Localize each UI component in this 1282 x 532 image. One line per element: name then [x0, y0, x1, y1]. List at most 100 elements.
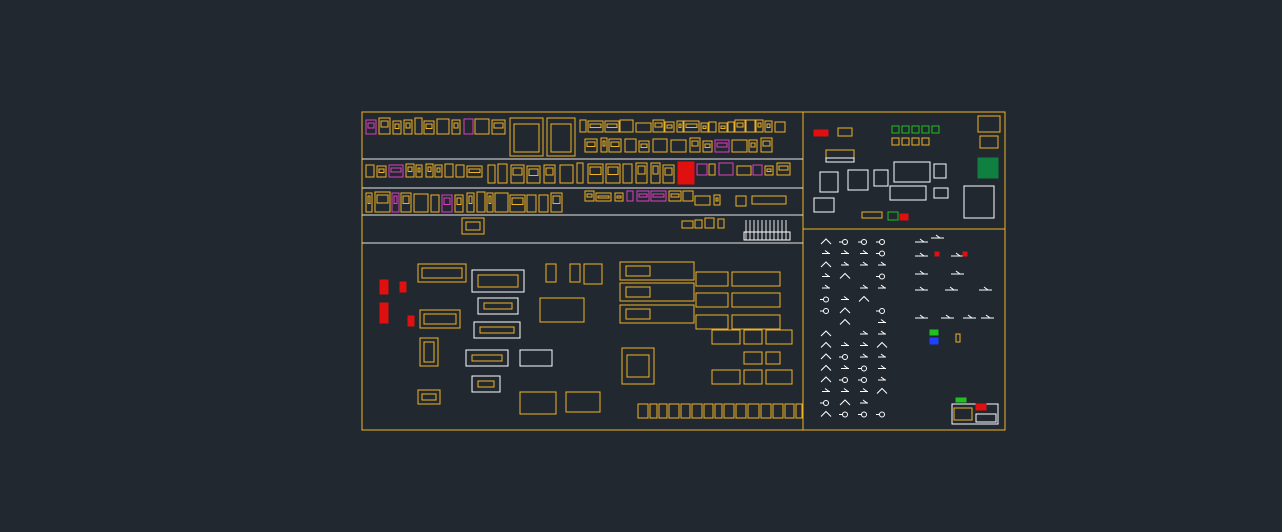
- title-block-field: [975, 413, 997, 423]
- terminal-block: [714, 403, 723, 419]
- indicator-yellow: [955, 333, 961, 343]
- component-symbol: [760, 137, 773, 153]
- component-detail: [736, 122, 744, 128]
- component-symbol: [736, 165, 752, 176]
- component-detail: [586, 141, 596, 147]
- switchgear-window: [625, 265, 651, 277]
- symbol-box: [979, 135, 999, 149]
- component-symbol: [670, 139, 687, 153]
- contact-symbol: [824, 284, 830, 289]
- component-symbol: [622, 163, 633, 184]
- component-symbol: [476, 191, 486, 213]
- component-symbol: [682, 190, 694, 202]
- box-symbol: [813, 197, 835, 213]
- large-panel-symbol: [509, 117, 544, 157]
- component-detail: [545, 167, 554, 176]
- panel-module-inner: [477, 274, 519, 288]
- component-symbol: [486, 192, 494, 213]
- component-symbol: [605, 163, 621, 184]
- component-symbol: [776, 162, 791, 176]
- symbol-green: [901, 125, 910, 134]
- drive-elevation: [765, 351, 781, 365]
- terminal-block: [649, 403, 658, 419]
- component-detail: [493, 122, 504, 129]
- symbol-green: [891, 125, 900, 134]
- drive-elevation: [743, 329, 763, 345]
- panel-device: [417, 389, 441, 405]
- control-contact: [945, 314, 951, 319]
- component-detail: [468, 195, 473, 204]
- contact-symbol: [843, 365, 849, 369]
- switch-symbol: [820, 410, 832, 417]
- component-symbol: [587, 120, 604, 133]
- component-symbol: [751, 195, 787, 205]
- cabinet-elevation: [731, 314, 781, 330]
- terminal-block: [658, 403, 668, 419]
- component-detail: [704, 143, 711, 148]
- component-symbol: [455, 164, 465, 178]
- component-symbol: [509, 194, 526, 213]
- terminal-block: [668, 403, 680, 419]
- component-detail: [654, 122, 663, 128]
- component-detail: [716, 142, 728, 148]
- symbol-green: [931, 125, 940, 134]
- component-detail: [607, 166, 619, 175]
- symbol-box: [837, 127, 853, 137]
- component-symbol: [689, 137, 701, 153]
- panel-module: [471, 375, 501, 393]
- terminal-block: [784, 403, 795, 419]
- component-symbol: [755, 119, 764, 133]
- relay-symbol: [583, 263, 603, 285]
- cabinet-elevation: [695, 292, 729, 308]
- terminal-block: [680, 403, 691, 419]
- control-indicator-red: [934, 251, 940, 257]
- component-detail: [417, 167, 421, 173]
- switch-symbol: [820, 261, 832, 268]
- component-symbol: [414, 117, 423, 135]
- component-symbol: [425, 163, 434, 178]
- large-panel-symbol: [546, 117, 576, 157]
- meter-panel-inner: [626, 354, 650, 378]
- drive-elevation: [743, 351, 763, 365]
- component-detail: [586, 193, 593, 198]
- contact-symbol: [843, 250, 849, 254]
- contact-symbol: [824, 273, 830, 277]
- symbol-green: [887, 211, 899, 221]
- switchgear-elevation: [619, 282, 695, 302]
- component-symbol: [526, 165, 541, 184]
- contact-symbol: [843, 296, 849, 300]
- component-symbol: [451, 119, 461, 135]
- component-symbol: [494, 192, 509, 213]
- component-detail: [393, 195, 398, 204]
- title-block-logo: [953, 407, 973, 421]
- device-symbol: [933, 163, 947, 179]
- component-symbol: [774, 121, 786, 133]
- component-symbol: [584, 138, 598, 153]
- component-symbol: [714, 139, 730, 153]
- drive-elevation: [711, 369, 741, 385]
- panel-module: [519, 349, 553, 367]
- control-contact: [955, 252, 961, 257]
- control-symbols: [820, 234, 994, 418]
- component-detail: [367, 195, 371, 204]
- contact-symbol: [880, 330, 886, 335]
- switch-symbol: [839, 272, 851, 279]
- panel-module-inner: [471, 354, 503, 362]
- switch-symbol: [839, 318, 851, 325]
- switch-symbol: [839, 307, 851, 314]
- control-contact: [919, 314, 925, 319]
- component-symbol: [752, 164, 763, 176]
- contact-symbol: [880, 376, 886, 381]
- component-detail: [511, 197, 524, 205]
- component-symbol: [474, 118, 490, 135]
- component-detail: [468, 168, 481, 173]
- terminal-block: [637, 403, 649, 419]
- control-contact: [919, 286, 925, 291]
- contact-symbol: [880, 319, 886, 323]
- contact-symbol: [880, 365, 886, 369]
- component-detail: [378, 168, 385, 173]
- component-detail: [702, 125, 707, 129]
- cabinet-elevation: [695, 271, 729, 287]
